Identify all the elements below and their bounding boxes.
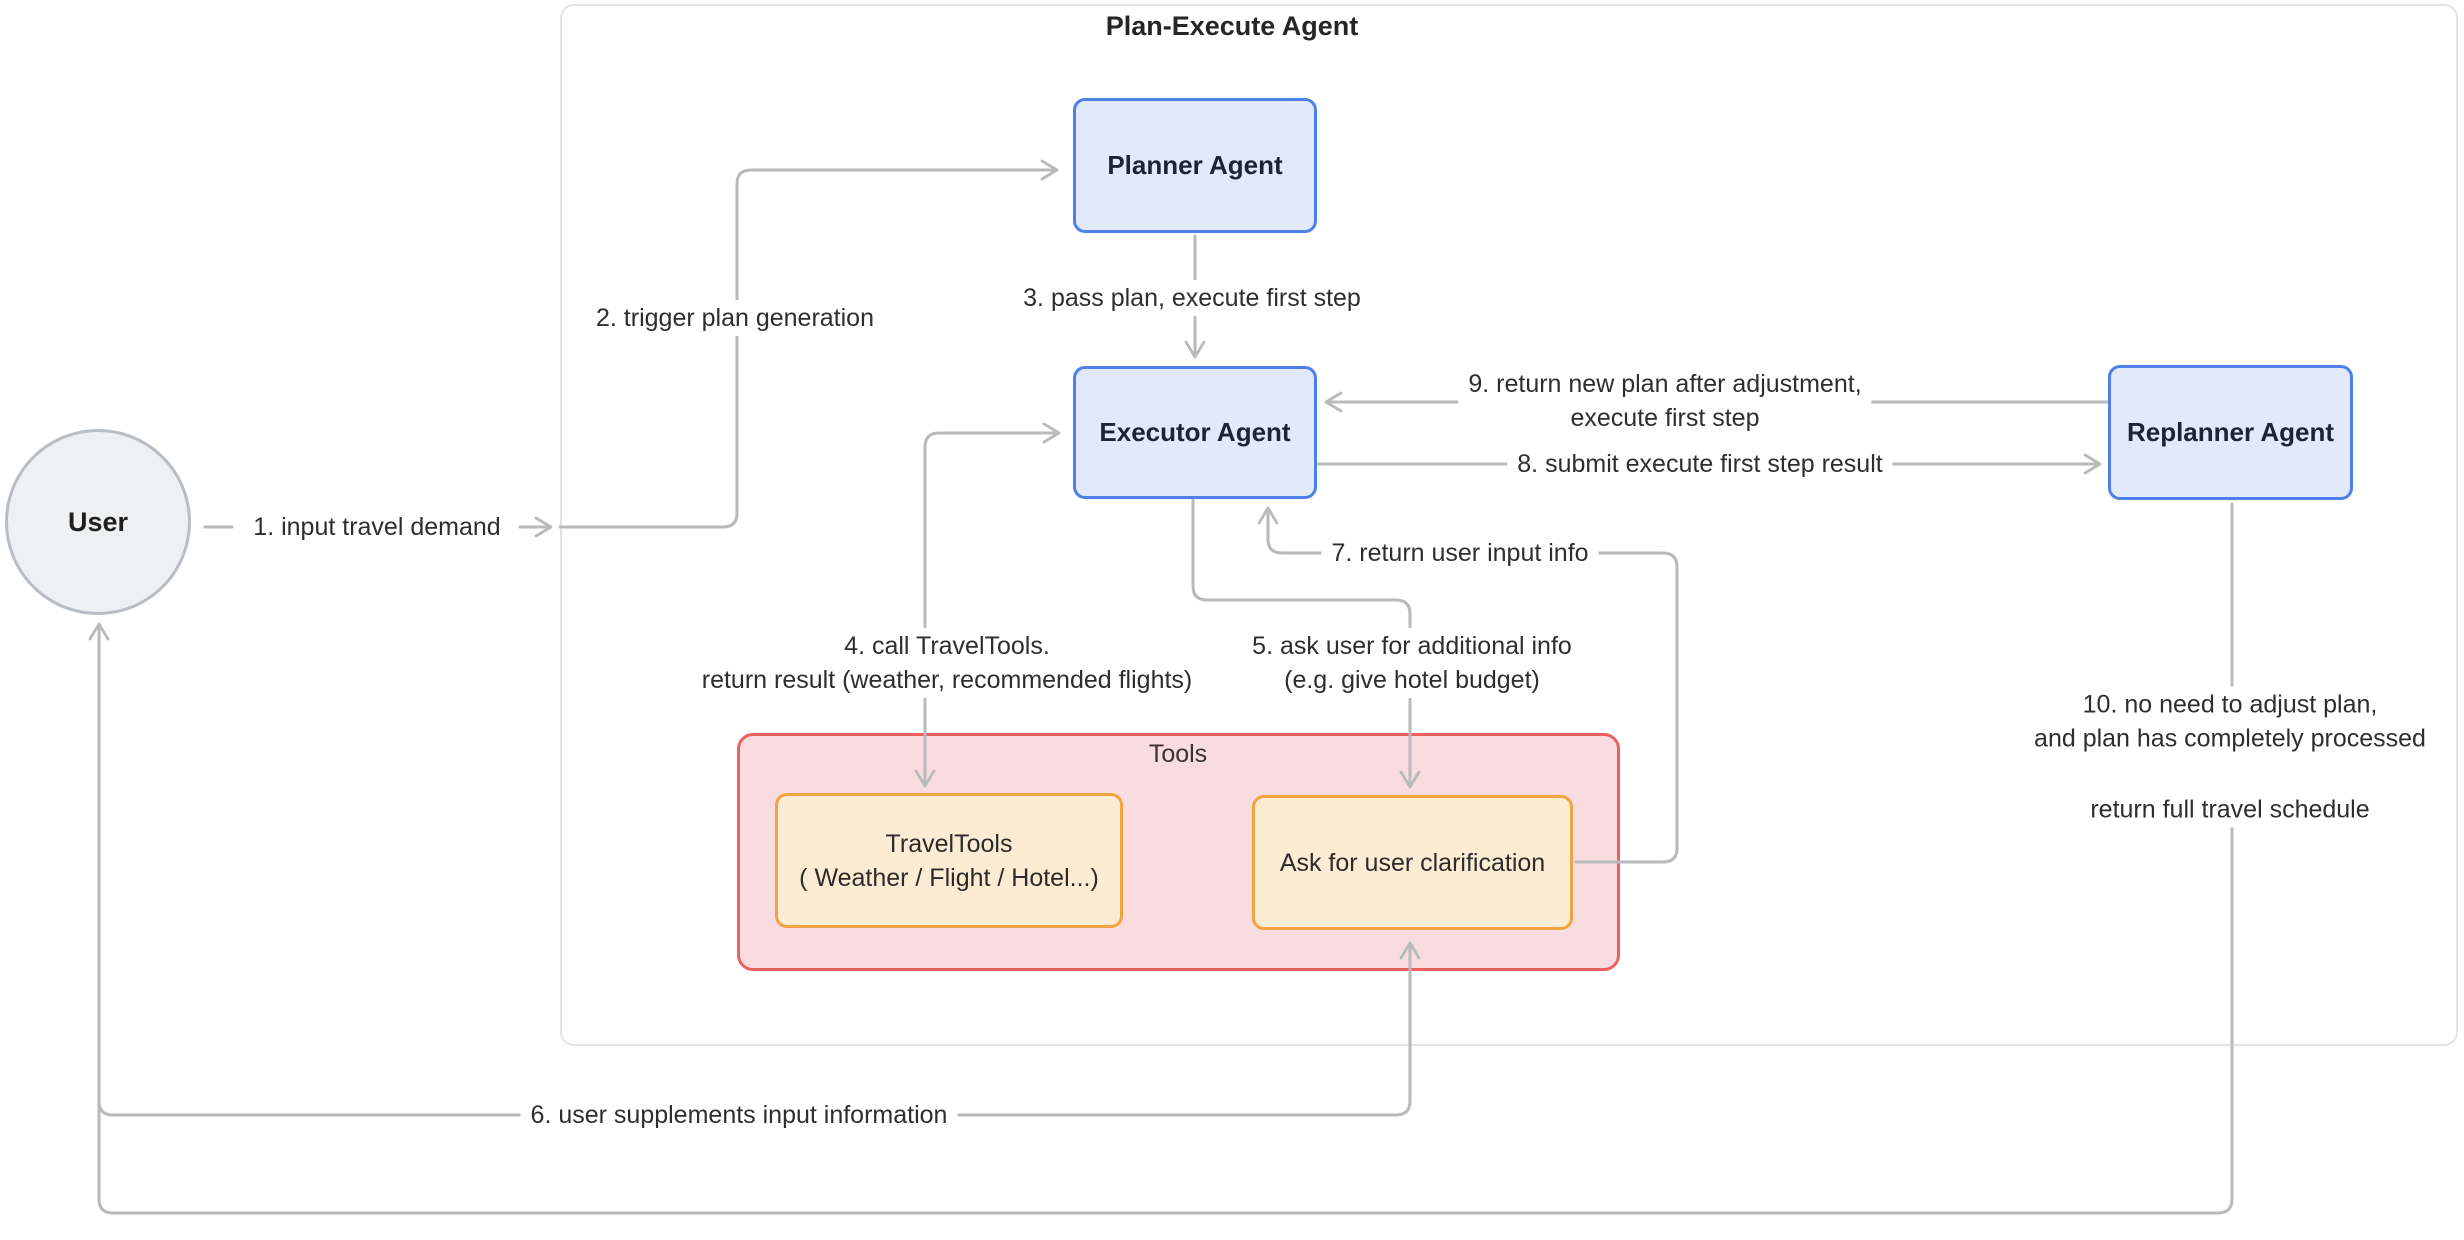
edge-2-line [558, 159, 1059, 529]
edge-7-line [1257, 506, 1679, 864]
node-ask-clarification: Ask for user clarification [1252, 795, 1573, 930]
edge-5-label: 5. ask user for additional info (e.g. gi… [1242, 628, 1582, 698]
edge-2-label: 2. trigger plan generation [586, 300, 884, 336]
node-ask-clarification-label: Ask for user clarification [1279, 848, 1546, 877]
edge-7-label: 7. return user input info [1321, 535, 1599, 571]
edge-3-label: 3. pass plan, execute first step [1013, 280, 1371, 316]
tools-group-title: Tools [1148, 740, 1208, 768]
edge-10-line [88, 502, 2234, 1215]
node-replanner-agent: Replanner Agent [2108, 365, 2353, 500]
edge-6-label: 6. user supplements input information [520, 1097, 958, 1133]
edge-8-label: 8. submit execute first step result [1507, 446, 1893, 482]
node-user: User [5, 429, 191, 615]
plan-execute-agent-title: Plan-Execute Agent [1105, 11, 1359, 41]
edge-10-label: 10. no need to adjust plan, and plan has… [2024, 686, 2436, 828]
edge-5-line [1191, 497, 1421, 789]
node-executor-agent: Executor Agent [1073, 366, 1317, 499]
node-travel-tools-line2: ( Weather / Flight / Hotel...) [799, 863, 1099, 892]
node-user-label: User [67, 506, 129, 537]
node-travel-tools-line1: TravelTools [885, 829, 1013, 858]
node-planner-agent-label: Planner Agent [1107, 150, 1283, 180]
node-travel-tools: TravelTools ( Weather / Flight / Hotel..… [775, 793, 1123, 928]
edge-6-line [97, 658, 1421, 1117]
node-executor-agent-label: Executor Agent [1099, 417, 1291, 447]
edge-4-return-line [923, 422, 1061, 522]
edge-1-label: 1. input travel demand [243, 509, 511, 545]
edge-9-label: 9. return new plan after adjustment, exe… [1458, 366, 1872, 436]
node-planner-agent: Planner Agent [1073, 98, 1317, 233]
edge-4-label: 4. call TravelTools. return result (weat… [691, 628, 1203, 698]
node-replanner-agent-label: Replanner Agent [2126, 417, 2335, 447]
